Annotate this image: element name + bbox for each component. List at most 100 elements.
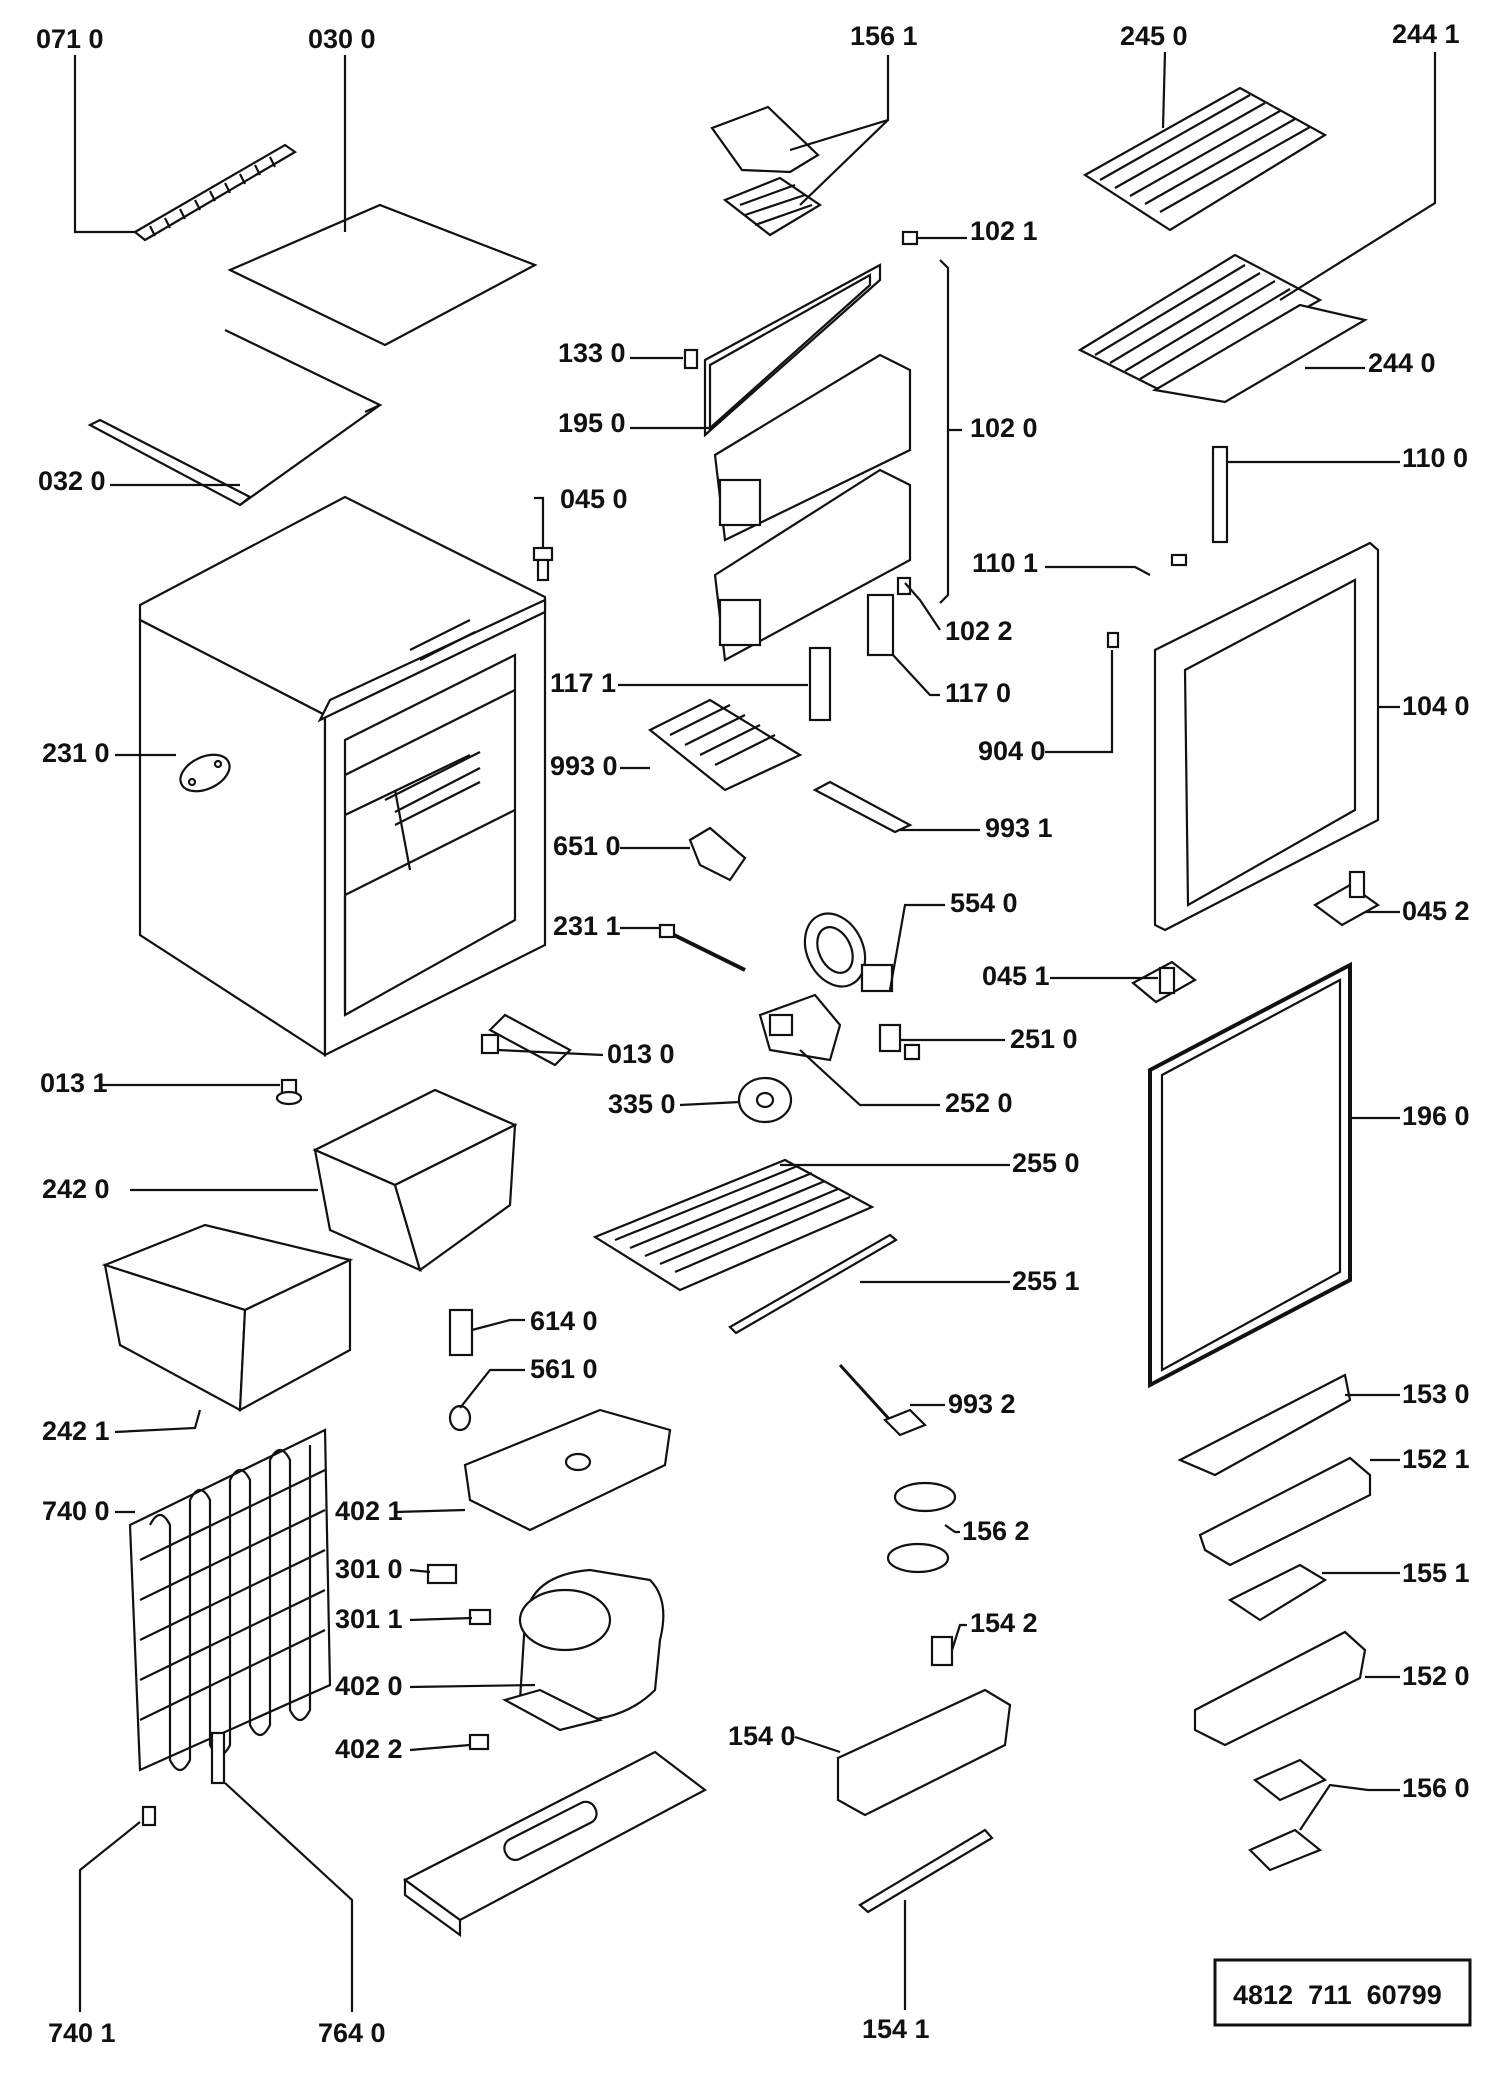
label-242-0: 242 0 <box>42 1174 110 1204</box>
part-030-0-top-sheet <box>227 203 538 347</box>
label-335-0: 335 0 <box>608 1089 676 1119</box>
part-156-0-butter-box <box>1248 1758 1328 1872</box>
part-102-0-drawer-fronts <box>713 353 912 662</box>
part-402-1-compressor-cover <box>463 1408 672 1532</box>
label-045-1: 045 1 <box>982 961 1050 991</box>
label-110-1: 110 1 <box>972 548 1038 578</box>
cabinet-body <box>138 495 547 1058</box>
label-102-1: 102 1 <box>970 216 1038 246</box>
part-554-0-thermostat <box>803 912 894 993</box>
part-195-0-flap-frame <box>703 263 882 438</box>
part-154-0-bottle-rack <box>836 1688 1012 1817</box>
label-402-0: 402 0 <box>335 1671 403 1701</box>
label-032-0: 032 0 <box>38 466 106 496</box>
part-255-1-shelf-trim <box>728 1233 898 1335</box>
label-045-2: 045 2 <box>1402 896 1470 926</box>
label-231-0: 231 0 <box>42 738 110 768</box>
part-252-0-relay <box>758 993 842 1062</box>
part-032-0-frame <box>87 329 383 507</box>
part-154-1-grille <box>858 1828 994 1914</box>
label-154-2: 154 2 <box>970 1608 1038 1638</box>
label-071-0: 071 0 <box>36 24 104 54</box>
part-110-0-hinge <box>1211 445 1229 544</box>
part-614-0-clamp <box>448 1308 474 1357</box>
label-554-0: 554 0 <box>950 888 1018 918</box>
label-244-1: 244 1 <box>1392 19 1460 49</box>
part-133-0-clip <box>683 348 699 370</box>
label-651-0: 651 0 <box>553 831 621 861</box>
label-102-0: 102 0 <box>970 413 1038 443</box>
label-154-1: 154 1 <box>862 2014 930 2044</box>
label-155-1: 155 1 <box>1402 1558 1470 1588</box>
label-301-0: 301 0 <box>335 1554 403 1584</box>
part-242-1-crisper <box>101 1223 354 1412</box>
part-154-2-bracket <box>930 1635 954 1667</box>
label-133-0: 133 0 <box>558 338 626 368</box>
part-104-0-door <box>1153 541 1380 932</box>
label-195-0: 195 0 <box>558 408 626 438</box>
label-252-0: 252 0 <box>945 1088 1013 1118</box>
label-110-0: 110 0 <box>1402 443 1468 473</box>
label-117-0: 117 0 <box>945 678 1011 708</box>
part-244-1-shelf <box>1077 253 1323 392</box>
label-152-0: 152 0 <box>1402 1661 1470 1691</box>
label-045-0: 045 0 <box>560 484 628 514</box>
leader-lines <box>73 51 1437 2012</box>
part-labels: 071 0 030 0 156 1 245 0 244 1 102 1 133 … <box>36 19 1470 2048</box>
part-244-0-shelf-section <box>1151 303 1368 404</box>
label-013-1: 013 1 <box>40 1068 108 1098</box>
part-110-1-screw <box>1170 553 1188 567</box>
part-117-0-bracket <box>866 593 895 657</box>
label-993-2: 993 2 <box>948 1389 1016 1419</box>
label-993-0: 993 0 <box>550 751 618 781</box>
part-196-0-door-gasket <box>1148 961 1352 1389</box>
part-155-1-egg-tray <box>1227 1563 1328 1622</box>
part-255-0-glass-shelf <box>592 1158 875 1292</box>
part-301-0-relay-clip <box>426 1563 458 1585</box>
part-102-1-clip <box>901 230 919 246</box>
label-156-0: 156 0 <box>1402 1773 1470 1803</box>
label-154-0: 154 0 <box>728 1721 796 1751</box>
part-117-1-hinge <box>808 646 832 722</box>
label-156-2: 156 2 <box>962 1516 1030 1546</box>
label-030-0: 030 0 <box>308 24 376 54</box>
label-255-0: 255 0 <box>1012 1148 1080 1178</box>
label-301-1: 301 1 <box>335 1604 403 1634</box>
part-335-0-knob <box>737 1076 793 1124</box>
label-740-0: 740 0 <box>42 1496 110 1526</box>
label-255-1: 255 1 <box>1012 1266 1080 1296</box>
label-904-0: 904 0 <box>978 736 1046 766</box>
label-231-1: 231 1 <box>553 911 621 941</box>
reference-number-box: 4812 711 60799 <box>1213 1958 1472 2027</box>
part-651-0-lamp-holder <box>688 826 747 882</box>
label-245-0: 245 0 <box>1120 21 1188 51</box>
label-196-0: 196 0 <box>1402 1101 1470 1131</box>
part-013-1-foot <box>275 1078 303 1106</box>
part-561-0-part <box>448 1404 472 1432</box>
label-156-1: 156 1 <box>850 21 918 51</box>
part-156-2-container <box>886 1481 957 1574</box>
part-301-1-overload <box>468 1608 492 1626</box>
part-102-2-clip <box>896 576 912 596</box>
part-740-1-bushing <box>141 1805 157 1827</box>
part-904-0-pin <box>1106 631 1120 649</box>
part-402-2-clip <box>468 1733 490 1751</box>
label-402-2: 402 2 <box>335 1734 403 1764</box>
part-013-0-hinge <box>480 1013 572 1067</box>
part-152-0-rack <box>1193 1630 1367 1747</box>
part-740-0-condenser <box>128 1428 332 1772</box>
label-251-0: 251 0 <box>1010 1024 1078 1054</box>
part-153-0-rack <box>1177 1373 1352 1477</box>
part-993-0-tray <box>647 698 803 792</box>
part-764-0-filter <box>210 1731 226 1785</box>
part-993-2-probe <box>838 1363 927 1437</box>
label-153-0: 153 0 <box>1402 1379 1470 1409</box>
label-740-1: 740 1 <box>48 2018 116 2048</box>
label-117-1: 117 1 <box>550 668 616 698</box>
part-152-1-rack <box>1198 1456 1372 1567</box>
part-251-0-switch <box>878 1023 921 1061</box>
label-013-0: 013 0 <box>607 1039 675 1069</box>
part-045-0-screw <box>532 546 554 582</box>
base-plate <box>402 1750 708 1938</box>
